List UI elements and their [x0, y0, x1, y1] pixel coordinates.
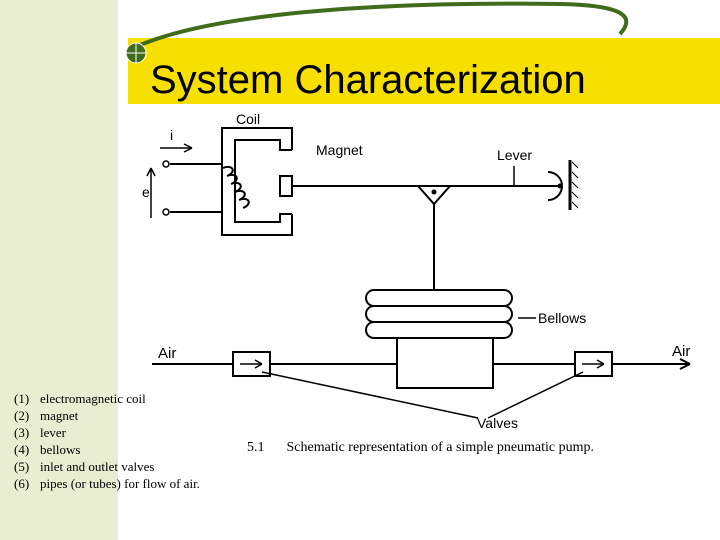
figure-number: 5.1 [247, 440, 265, 455]
label-air-in: Air [158, 345, 176, 362]
label-lever: Lever [497, 147, 532, 163]
component-legend: (1)electromagnetic coil (2)magnet (3)lev… [14, 390, 200, 492]
legend-item: (2)magnet [14, 408, 79, 423]
legend-item: (5)inlet and outlet valves [14, 459, 155, 474]
pump-chamber [396, 337, 494, 389]
label-bellows: Bellows [538, 310, 586, 326]
coil-frame [221, 127, 293, 236]
content-area [118, 108, 720, 540]
legend-item: (3)lever [14, 425, 66, 440]
bellows [365, 289, 513, 339]
caption-text: Schematic representation of a simple pne… [286, 440, 595, 455]
magnet [279, 175, 293, 197]
title-bar [128, 38, 720, 104]
coil-frame-inner [234, 139, 292, 223]
label-valves: Valves [477, 415, 518, 431]
label-magnet: Magnet [316, 142, 363, 158]
label-air-out: Air [672, 343, 690, 360]
lever-hanger [417, 185, 451, 206]
legend-item: (6)pipes (or tubes) for flow of air. [14, 476, 200, 491]
legend-item: (1)electromagnetic coil [14, 391, 146, 406]
globe-bullet-icon [125, 42, 147, 64]
outlet-valve [574, 351, 613, 377]
label-current: i [170, 127, 173, 143]
legend-item: (4)bellows [14, 442, 81, 457]
decorative-side-pattern [0, 0, 118, 540]
inlet-valve [232, 351, 271, 377]
figure-caption: 5.1 Schematic representation of a simple … [247, 440, 594, 456]
swoosh-line [139, 1, 629, 47]
slide-title: System Characterization [150, 58, 586, 102]
label-voltage: e [142, 184, 150, 200]
label-coil: Coil [236, 111, 260, 127]
coil-windings [222, 166, 250, 209]
